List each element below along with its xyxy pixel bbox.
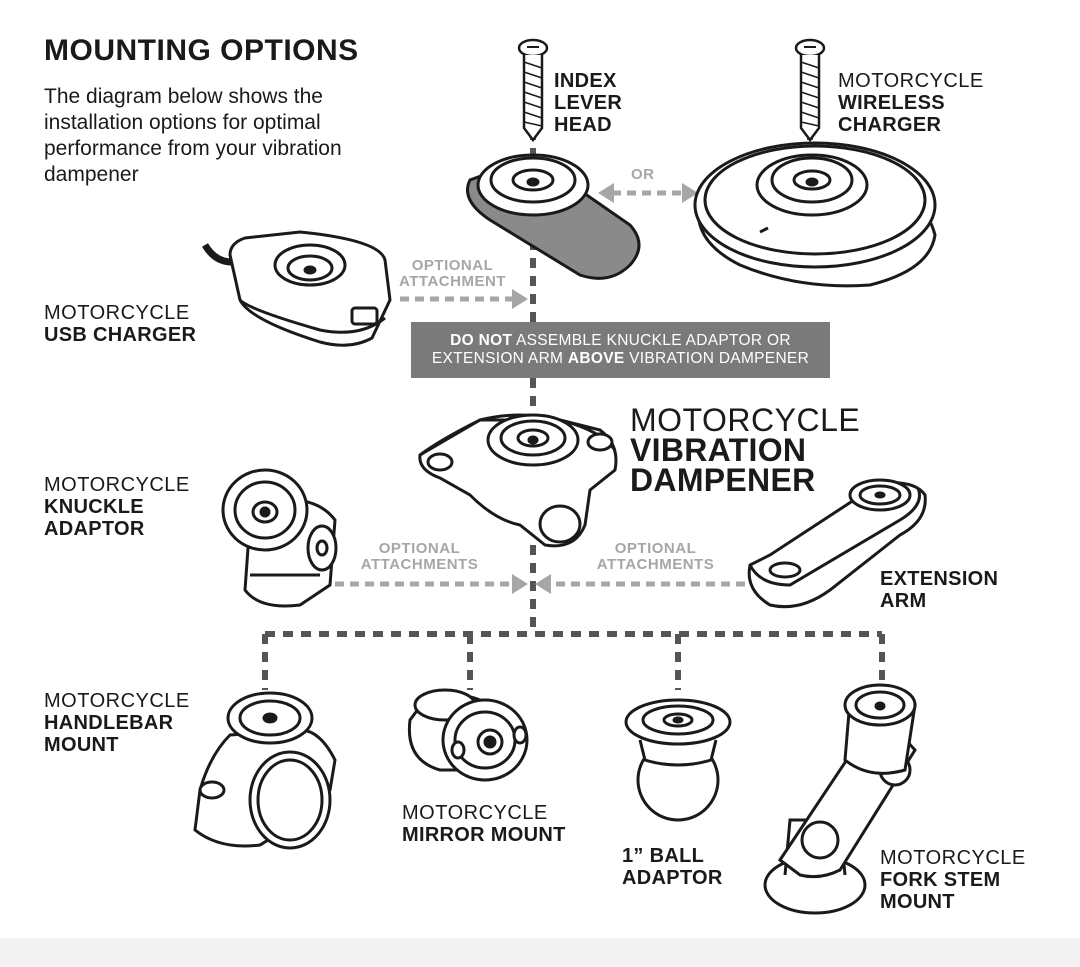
- screw-icon-index: [517, 38, 549, 143]
- arrow-heads: [512, 183, 698, 594]
- label-index-lever-head: INDEX LEVER HEAD: [554, 70, 622, 136]
- knuckle-adaptor-illustration: [221, 468, 338, 608]
- usb-charger-illustration: [201, 230, 392, 347]
- label-line: OPTIONAL: [614, 540, 697, 557]
- label-line: HANDLEBAR: [44, 712, 174, 734]
- label-line: ATTACHMENT: [399, 273, 506, 290]
- intro-text: The diagram below shows the installation…: [44, 85, 342, 186]
- label-line: MOTORCYCLE: [44, 690, 190, 712]
- label-line: INDEX: [554, 70, 617, 92]
- label-line: KNUCKLE: [44, 496, 144, 518]
- label-line: MOTORCYCLE: [44, 302, 190, 324]
- warning-line-1: DO NOT ASSEMBLE KNUCKLE ADAPTOR OR: [411, 332, 830, 350]
- warning-text: ASSEMBLE KNUCKLE ADAPTOR OR: [512, 332, 791, 349]
- label-fork-stem-mount: MOTORCYCLE FORK STEM MOUNT: [880, 847, 1026, 913]
- warning-emphasis: DO NOT: [450, 332, 513, 349]
- label-line: ATTACHMENTS: [596, 556, 715, 573]
- label-line: MIRROR MOUNT: [402, 824, 566, 846]
- label-usb-charger: MOTORCYCLE USB CHARGER: [44, 302, 196, 346]
- label-line: DAMPENER: [630, 462, 816, 498]
- label-line: ARM: [880, 590, 927, 612]
- label-line: MOTORCYCLE: [838, 70, 984, 92]
- label-line: 1” BALL: [622, 845, 705, 867]
- label-line: LEVER: [554, 92, 623, 114]
- label-mirror-mount: MOTORCYCLE MIRROR MOUNT: [402, 802, 566, 846]
- label-line: EXTENSION: [880, 568, 999, 590]
- warning-text: EXTENSION ARM: [431, 350, 568, 367]
- label-line: MOTORCYCLE: [630, 402, 861, 438]
- label-line: USB CHARGER: [44, 324, 197, 346]
- label-vibration-dampener: MOTORCYCLE VIBRATION DAMPENER: [630, 402, 861, 498]
- label-line: OPTIONAL: [378, 540, 461, 557]
- label-line: ADAPTOR: [622, 867, 723, 889]
- label-knuckle-adaptor: MOTORCYCLE KNUCKLE ADAPTOR: [44, 474, 190, 540]
- label-line: FORK STEM: [880, 869, 1001, 891]
- label-line: MOTORCYCLE: [880, 847, 1026, 869]
- optional-attachment-label: OPTIONAL ATTACHMENT: [390, 258, 515, 290]
- label-line: HEAD: [554, 114, 612, 136]
- label-line: OPTIONAL: [411, 257, 494, 274]
- label-line: MOTORCYCLE: [44, 474, 190, 496]
- optional-arrows: [335, 190, 745, 587]
- index-lever-head-illustration: [466, 153, 641, 280]
- mirror-mount-illustration: [407, 688, 529, 782]
- extension-arm-illustration: [747, 478, 927, 609]
- screw-icon-wireless: [794, 38, 826, 143]
- label-handlebar-mount: MOTORCYCLE HANDLEBAR MOUNT: [44, 690, 190, 756]
- warning-emphasis: ABOVE: [567, 350, 625, 367]
- fork-stem-mount-illustration: [763, 683, 917, 915]
- vibration-dampener-illustration: [418, 413, 618, 548]
- footer-band: [0, 938, 1080, 967]
- warning-text: VIBRATION DAMPENER: [624, 350, 810, 367]
- optional-attachments-right-label: OPTIONAL ATTACHMENTS: [588, 541, 723, 573]
- label-ball-adaptor: 1” BALL ADAPTOR: [622, 845, 723, 889]
- label-line: WIRELESS: [838, 92, 945, 114]
- warning-banner: DO NOT ASSEMBLE KNUCKLE ADAPTOR OR EXTEN…: [411, 322, 830, 378]
- label-line: MOTORCYCLE: [402, 802, 548, 824]
- label-line: ADAPTOR: [44, 518, 145, 540]
- or-label: OR: [631, 166, 655, 183]
- ball-adaptor-illustration: [624, 698, 732, 822]
- label-wireless-charger: MOTORCYCLE WIRELESS CHARGER: [838, 70, 984, 136]
- label-extension-arm: EXTENSION ARM: [880, 568, 998, 612]
- label-line: MOUNT: [44, 734, 119, 756]
- page-title: MOUNTING OPTIONS: [44, 34, 359, 67]
- wireless-charger-illustration: [693, 141, 937, 288]
- label-line: VIBRATION: [630, 432, 807, 468]
- handlebar-mount-illustration: [193, 691, 337, 850]
- optional-attachments-left-label: OPTIONAL ATTACHMENTS: [352, 541, 487, 573]
- label-line: MOUNT: [880, 891, 955, 913]
- warning-line-2: EXTENSION ARM ABOVE VIBRATION DAMPENER: [411, 350, 830, 368]
- label-line: ATTACHMENTS: [360, 556, 479, 573]
- label-line: CHARGER: [838, 114, 942, 136]
